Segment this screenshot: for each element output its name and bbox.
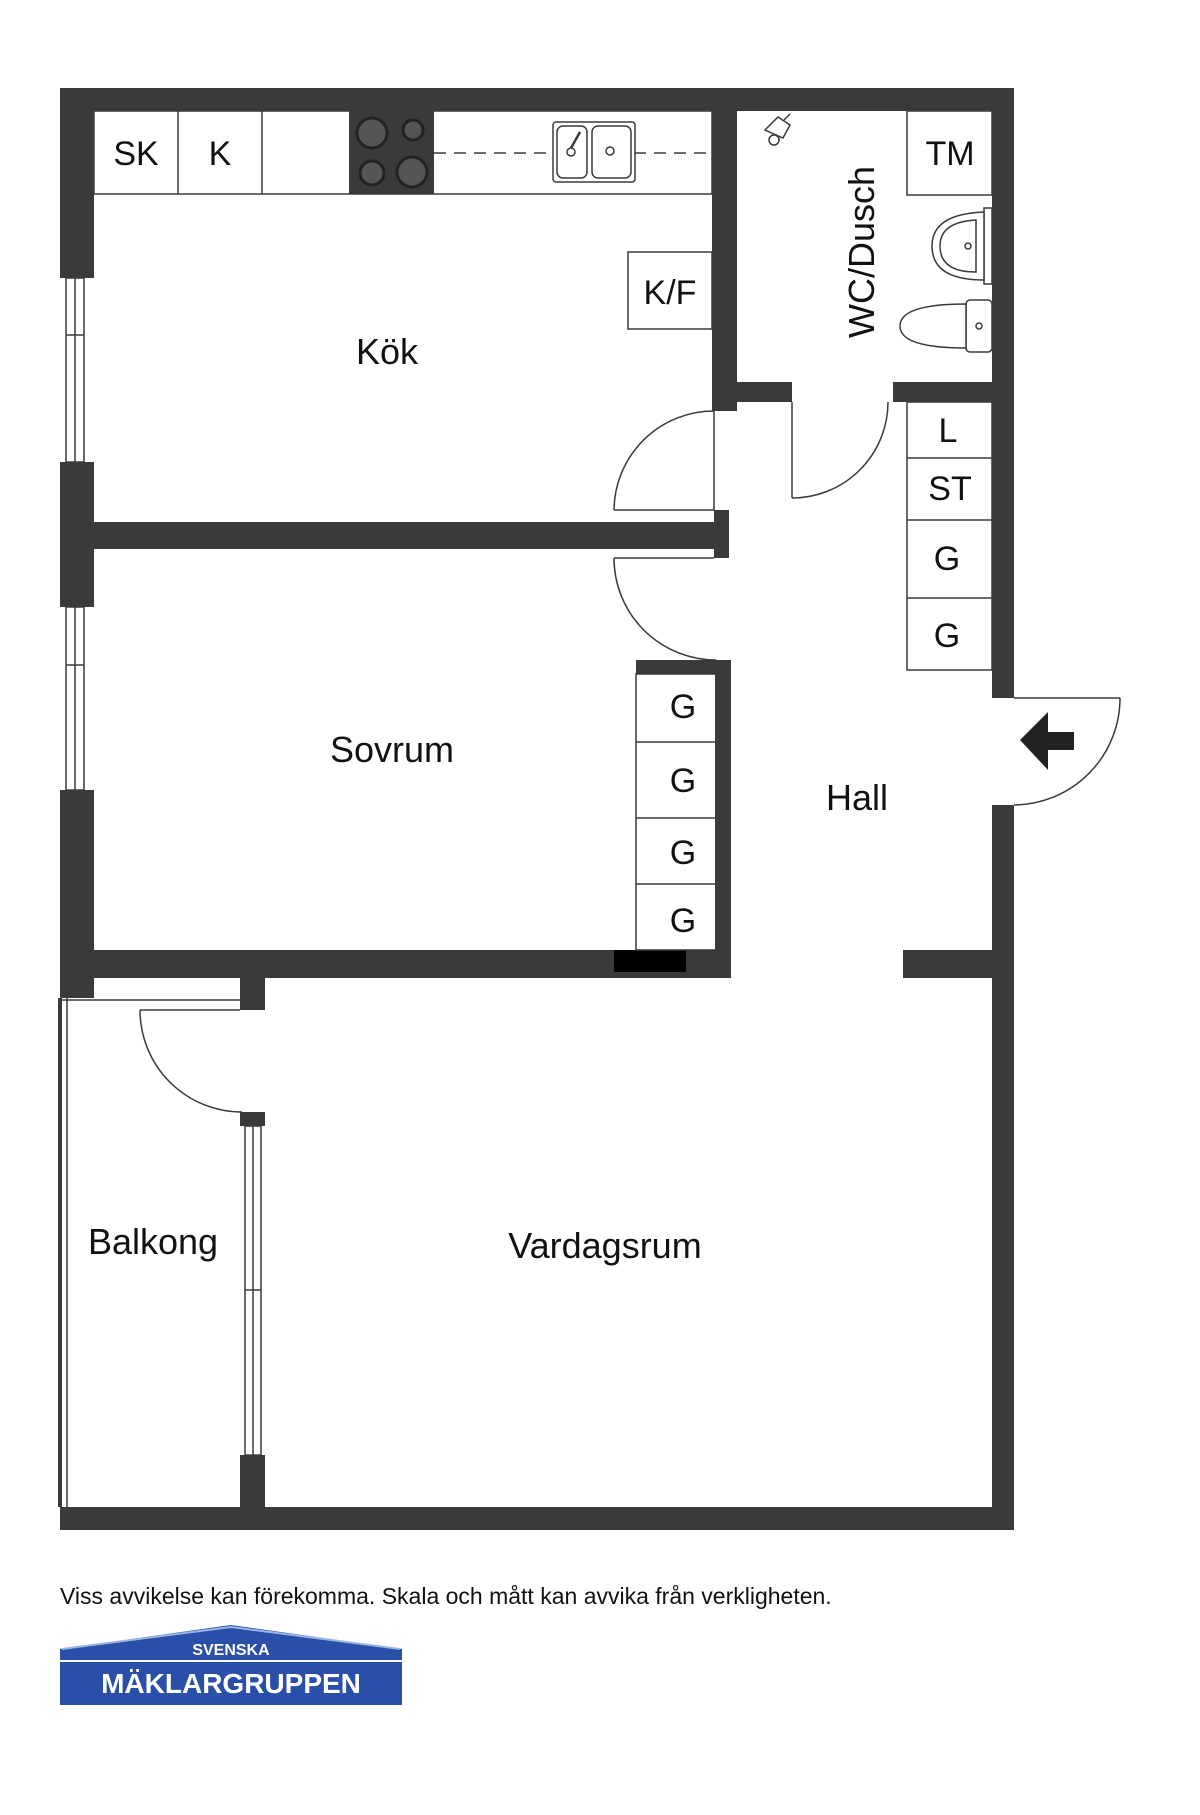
label-g: G bbox=[670, 762, 696, 800]
label-kf: K/F bbox=[644, 274, 697, 312]
label-sk: SK bbox=[113, 135, 159, 173]
room-kok: Kök bbox=[356, 331, 419, 372]
label-st: ST bbox=[928, 470, 971, 508]
bathroom-fixtures bbox=[906, 110, 993, 196]
label-g: G bbox=[670, 902, 696, 940]
floor-plan: SK K K/F TM L ST G G G G G G Kök Sovrum … bbox=[58, 88, 1121, 1530]
room-hall: Hall bbox=[826, 777, 888, 818]
room-vardagsrum: Vardagsrum bbox=[508, 1225, 701, 1266]
doors bbox=[139, 401, 1121, 1113]
logo-bottom-text: MÄKLARGRUPPEN bbox=[101, 1668, 361, 1699]
room-wc: WC/Dusch bbox=[841, 166, 882, 338]
stove-icon bbox=[349, 111, 434, 194]
windows bbox=[65, 277, 262, 1456]
toilet-icon bbox=[899, 299, 993, 353]
shower-icon bbox=[763, 113, 791, 146]
hall-storage bbox=[635, 401, 993, 951]
disclaimer-text: Viss avvikelse kan förekomma. Skala och … bbox=[60, 1583, 832, 1609]
logo-top-text: SVENSKA bbox=[192, 1642, 270, 1659]
room-labels: Kök Sovrum Hall Vardagsrum Balkong WC/Du… bbox=[88, 166, 888, 1266]
logo: SVENSKA MÄKLARGRUPPEN bbox=[60, 1625, 402, 1705]
label-l: L bbox=[939, 412, 958, 450]
label-k: K bbox=[209, 135, 232, 173]
label-tm: TM bbox=[925, 135, 974, 173]
room-balkong: Balkong bbox=[88, 1221, 218, 1262]
label-g: G bbox=[934, 617, 960, 655]
label-g: G bbox=[670, 688, 696, 726]
walls bbox=[60, 88, 1014, 1530]
sink-icon bbox=[552, 121, 636, 183]
balcony-frame bbox=[58, 998, 242, 1507]
entrance-arrow-icon bbox=[1020, 712, 1074, 770]
washbasin-icon bbox=[931, 207, 993, 285]
label-g: G bbox=[670, 834, 696, 872]
fixture-labels: SK K K/F TM L ST G G G G G G bbox=[113, 135, 974, 940]
label-g: G bbox=[934, 540, 960, 578]
room-sovrum: Sovrum bbox=[330, 729, 454, 770]
